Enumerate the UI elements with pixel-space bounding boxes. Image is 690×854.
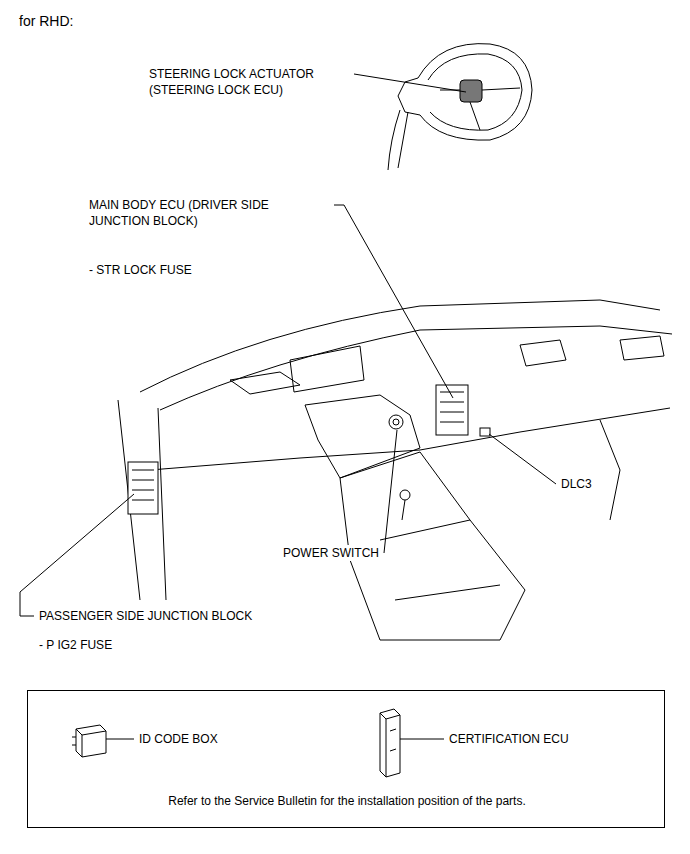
power-switch bbox=[389, 415, 403, 429]
column-cover bbox=[388, 110, 408, 170]
console-lines bbox=[380, 520, 500, 600]
power-switch-button bbox=[393, 419, 399, 425]
leader-line bbox=[354, 74, 466, 92]
certification-ecu-icon bbox=[380, 709, 400, 777]
center-stack bbox=[305, 395, 420, 478]
vent bbox=[620, 336, 664, 360]
part-label: DLC3 bbox=[560, 476, 593, 492]
part-label: MAIN BODY ECU (DRIVER SIDE JUNCTION BLOC… bbox=[88, 197, 330, 229]
part-label: STEERING LOCK ACTUATOR (STEERING LOCK EC… bbox=[148, 66, 350, 98]
dash-top bbox=[160, 326, 672, 410]
shift-knob bbox=[400, 490, 410, 500]
wheel-spokes bbox=[440, 88, 520, 130]
vent bbox=[520, 340, 566, 366]
vent bbox=[230, 372, 300, 394]
leader-line bbox=[106, 739, 134, 740]
wheel-column bbox=[398, 78, 420, 115]
leader-line bbox=[489, 434, 556, 484]
junction-block-detail bbox=[132, 470, 154, 500]
components bbox=[128, 385, 490, 514]
steering-lock-actuator bbox=[460, 80, 482, 102]
part-label: - STR LOCK FUSE bbox=[88, 262, 193, 278]
part-label: - P IG2 FUSE bbox=[38, 637, 113, 653]
part-label: POWER SWITCH bbox=[282, 545, 380, 561]
leader-line bbox=[334, 205, 453, 398]
a-pillar bbox=[118, 400, 166, 600]
shift-lever bbox=[402, 500, 405, 520]
display bbox=[290, 346, 364, 392]
driver-door-edge bbox=[600, 420, 620, 520]
part-label: ID CODE BOX bbox=[138, 731, 219, 747]
steering-wheel bbox=[388, 44, 532, 170]
page-title: for RHD: bbox=[18, 12, 74, 30]
wheel-rim bbox=[418, 44, 532, 141]
wheel-rim-inner bbox=[428, 54, 522, 130]
leader-line bbox=[400, 739, 444, 740]
part-label: PASSENGER SIDE JUNCTION BLOCK bbox=[38, 608, 253, 624]
dashboard bbox=[118, 300, 672, 640]
legend-box: ID CODE BOX CERTIFICATION ECU Refer to the… bbox=[27, 690, 665, 828]
note-text: Refer to the Service Bulletin for the in… bbox=[167, 793, 527, 809]
windshield-base bbox=[140, 300, 660, 392]
passenger-junction-block bbox=[128, 462, 158, 514]
part-icons bbox=[28, 691, 666, 791]
part-label: CERTIFICATION ECU bbox=[448, 731, 570, 747]
certification-ecu-detail bbox=[380, 713, 400, 777]
leader-line bbox=[20, 494, 134, 616]
leader-line bbox=[384, 430, 397, 553]
id-code-box-icon bbox=[76, 725, 106, 757]
id-code-box-detail bbox=[72, 729, 106, 757]
dash-lower bbox=[150, 408, 670, 470]
main-body-ecu bbox=[436, 385, 468, 435]
dlc3-connector bbox=[480, 428, 490, 436]
